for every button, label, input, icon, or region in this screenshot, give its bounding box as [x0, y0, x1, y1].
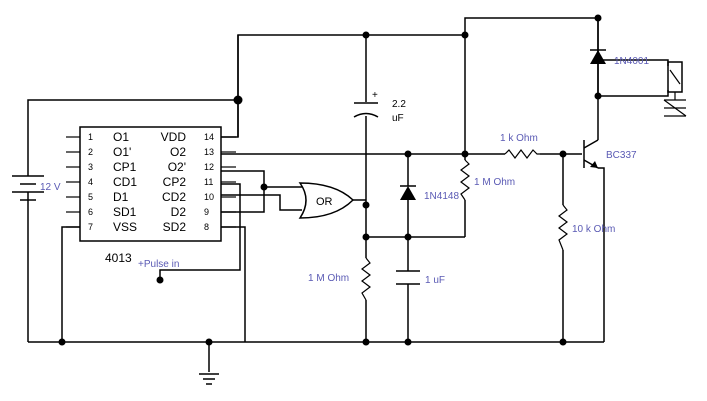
capacitor-top: + 2.2 uF: [353, 90, 406, 124]
chip-pin-name: O2: [170, 145, 186, 159]
junction-dots: [58, 14, 602, 346]
chip-4013: 1 O1 2 O1' 3 CP1 4 CD1 5 D1 6 SD1 7 VSS 14 VDD 13 O2 12 O2'…: [66, 126, 236, 265]
chip-pin-name: D1: [113, 190, 129, 204]
diode-relay-label: 1N4001: [614, 56, 649, 67]
chip-pin-name: SD1: [113, 205, 137, 219]
chip-pin-number: 7: [88, 222, 93, 232]
chip-pin-number: 6: [88, 207, 93, 217]
chip-pin-number: 1: [88, 132, 93, 142]
diode-1n4001: 1N4001: [590, 49, 649, 96]
chip-pin-name: SD2: [163, 220, 187, 234]
chip-pin-number: 8: [204, 222, 209, 232]
res-bottom-label: 1 M Ohm: [308, 273, 349, 284]
or-gate-label: OR: [316, 196, 333, 208]
or-gate: OR: [298, 182, 355, 219]
chip-pin-number: 9: [204, 207, 209, 217]
chip-part-label: 4013: [105, 251, 132, 265]
resistor-bottom: 1 M Ohm: [308, 257, 371, 301]
resistor-pulldown: 10 k Ohm: [558, 204, 615, 251]
chip-pin-name: VSS: [113, 220, 137, 234]
chip-pin-number: 4: [88, 177, 93, 187]
diode-small-label: 1N4148: [424, 191, 459, 202]
capacitor-bottom: 1 uF: [396, 270, 445, 286]
res-base-label: 1 k Ohm: [500, 133, 538, 144]
chip-pin-number: 3: [88, 162, 93, 172]
cap-top-plus: +: [372, 90, 378, 101]
chip-pin-number: 11: [204, 177, 213, 187]
chip-pin-name: CP1: [113, 160, 137, 174]
res-mid-label: 1 M Ohm: [474, 177, 515, 188]
relay: [663, 61, 687, 117]
chip-pin-number: 14: [204, 132, 214, 142]
resistor-mid: 1 M Ohm: [460, 159, 515, 201]
res-pulldown-label: 10 k Ohm: [572, 224, 615, 235]
chip-pin-number: 2: [88, 147, 93, 157]
battery: 12 V: [12, 175, 61, 201]
chip-pin-name: CP2: [163, 175, 187, 189]
ground-symbol: [199, 373, 219, 385]
battery-label: 12 V: [40, 182, 61, 193]
cap-bottom-label: 1 uF: [425, 275, 445, 286]
transistor-bc337: BC337: [583, 139, 637, 169]
chip-pin-name: CD1: [113, 175, 137, 189]
chip-pin-number: 12: [204, 162, 214, 172]
chip-pin-name: CD2: [162, 190, 186, 204]
chip-pins: 1 O1 2 O1' 3 CP1 4 CD1 5 D1 6 SD1 7 VSS 14 VDD 13 O2 12 O2'…: [66, 130, 236, 234]
chip-pin-name: O2': [168, 160, 186, 174]
chip-pin-name: VDD: [161, 130, 187, 144]
transistor-label: BC337: [606, 150, 637, 161]
chip-pin-name: D2: [171, 205, 187, 219]
chip-pin-number: 10: [204, 192, 214, 202]
cap-top-unit: uF: [392, 113, 404, 124]
chip-pin-name: O1': [113, 145, 131, 159]
chip-pin-name: O1: [113, 130, 129, 144]
resistor-base: 1 k Ohm: [500, 133, 540, 159]
diode-1n4148: 1N4148: [400, 185, 459, 202]
pulse-in-label: +Pulse in: [138, 259, 179, 270]
chip-pin-number: 5: [88, 192, 93, 202]
chip-pin-number: 13: [204, 147, 214, 157]
cap-top-value: 2.2: [392, 99, 406, 110]
